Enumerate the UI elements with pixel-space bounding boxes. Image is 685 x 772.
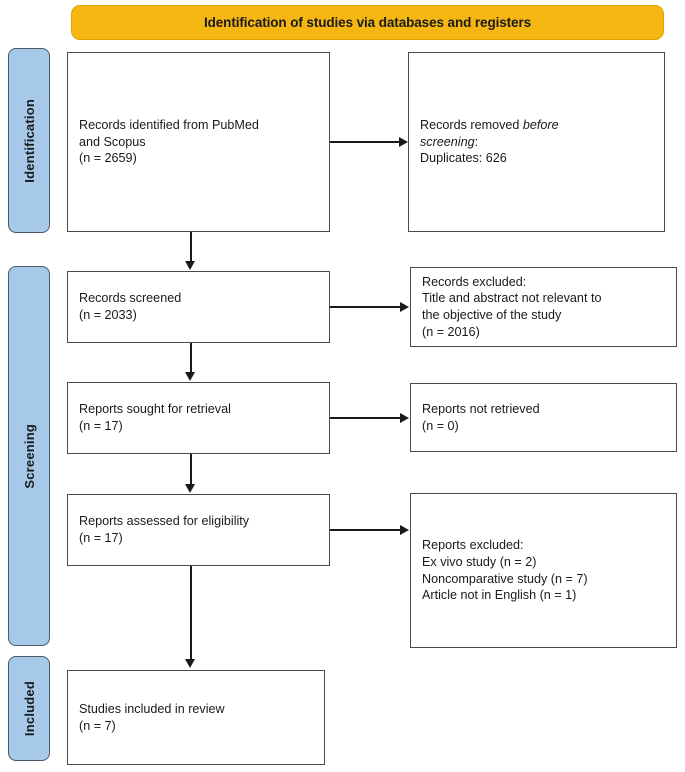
box-records-removed-italic-before: before [522, 117, 559, 132]
box-records-removed-colon: : [474, 134, 479, 149]
box-records-identified: Records identified from PubMed and Scopu… [67, 52, 330, 232]
box-records-removed-text: Records removed before screening: Duplic… [409, 117, 570, 167]
arrowhead-right-not-retrieved [400, 412, 409, 423]
stage-label-identification-text: Identification [21, 98, 37, 183]
box-reports-sought-text: Reports sought for retrieval (n = 17) [79, 402, 231, 433]
connector-assessed-to-included [190, 566, 192, 660]
connector-identified-to-screened [190, 232, 192, 262]
box-reports-not-retrieved: Reports not retrieved (n = 0) [410, 383, 677, 452]
box-records-screened-text: Records screened (n = 2033) [79, 291, 182, 322]
arrowhead-down-included [184, 659, 195, 668]
box-studies-included-in-review: Studies included in review (n = 7) [67, 670, 325, 765]
arrowhead-right-removed [399, 136, 408, 147]
box-reports-sought-for-retrieval: Reports sought for retrieval (n = 17) [67, 382, 330, 454]
box-records-screened: Records screened (n = 2033) [67, 271, 330, 343]
box-records-excluded: Records excluded: Title and abstract not… [410, 267, 677, 347]
box-records-removed-before-screening: Records removed before screening: Duplic… [408, 52, 665, 232]
arrowhead-right-reports-excluded [400, 524, 409, 535]
box-records-excluded-text: Records excluded: Title and abstract not… [422, 274, 602, 339]
connector-screened-to-records-excluded [330, 306, 401, 308]
diagram-header-banner: Identification of studies via databases … [71, 5, 664, 40]
stage-label-screening: Screening [8, 266, 50, 646]
stage-label-screening-text: Screening [21, 423, 37, 489]
box-reports-excluded: Reports excluded: Ex vivo study (n = 2) … [410, 493, 677, 648]
connector-sought-to-assessed [190, 454, 192, 485]
stage-label-identification: Identification [8, 48, 50, 233]
stage-label-included: Included [8, 656, 50, 761]
arrowhead-right-records-excluded [400, 301, 409, 312]
connector-assessed-to-reports-excluded [330, 529, 401, 531]
box-records-removed-line1: Records removed [420, 117, 523, 132]
arrowhead-down-sought [184, 372, 195, 381]
box-studies-included-text: Studies included in review (n = 7) [79, 701, 225, 733]
connector-identified-to-removed [330, 141, 400, 143]
box-records-removed-duplicates: Duplicates: 626 [420, 151, 507, 166]
arrowhead-down-screened [184, 261, 195, 270]
box-records-identified-text: Records identified from PubMed and Scopu… [79, 117, 259, 166]
box-reports-not-retrieved-text: Reports not retrieved (n = 0) [422, 401, 540, 433]
box-reports-assessed-for-eligibility: Reports assessed for eligibility (n = 17… [67, 494, 330, 566]
arrowhead-down-assessed [184, 484, 195, 493]
box-reports-excluded-text: Reports excluded: Ex vivo study (n = 2) … [422, 538, 588, 603]
connector-screened-to-sought [190, 343, 192, 373]
connector-sought-to-not-retrieved [330, 417, 401, 419]
diagram-title: Identification of studies via databases … [203, 15, 532, 30]
box-records-removed-italic-screening: screening [420, 134, 475, 149]
box-reports-assessed-text: Reports assessed for eligibility (n = 17… [79, 514, 250, 545]
stage-label-included-text: Included [21, 680, 37, 737]
